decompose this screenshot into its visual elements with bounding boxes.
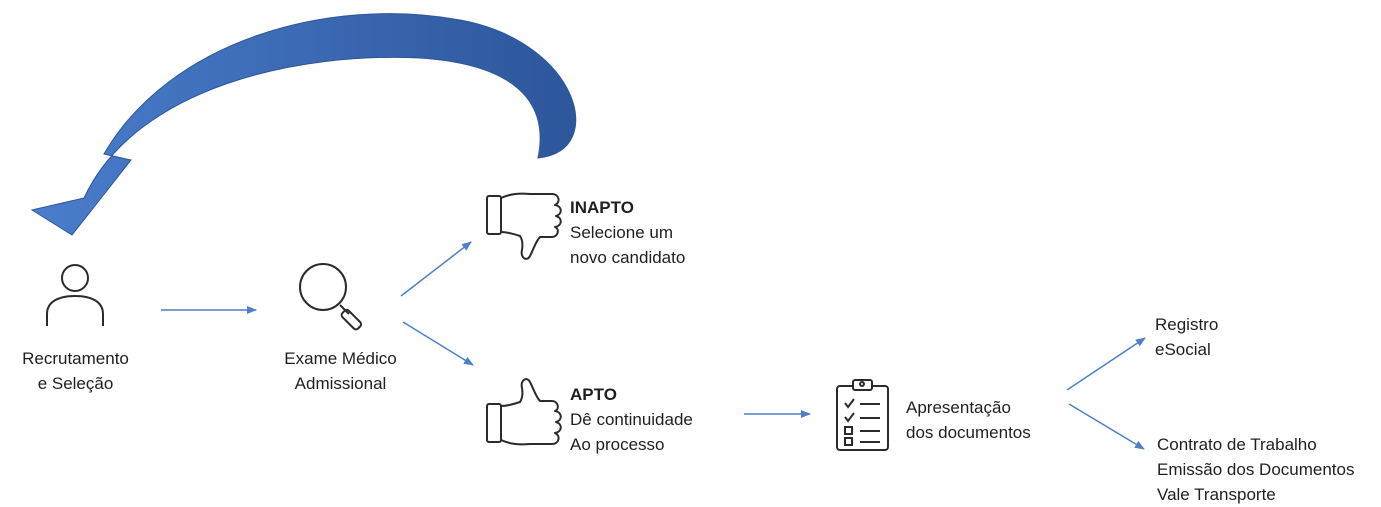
medical-exam-label-line-1: Exame Médico (284, 349, 397, 368)
magnifier-icon (299, 263, 363, 331)
inapto-label: INAPTO Selecione um novo candidato (570, 195, 685, 270)
registro-line-2: eSocial (1155, 340, 1211, 359)
inapto-line-1: Selecione um (570, 223, 674, 242)
documents-label: Apresentação dos documentos (906, 395, 1031, 445)
apto-line-1: Dê continuidade (570, 410, 693, 429)
apto-label: APTO Dê continuidade Ao processo (570, 382, 693, 457)
arrow-documents-to-registro (1066, 337, 1146, 391)
contrato-line-3: Vale Transporte (1157, 485, 1276, 504)
inapto-title: INAPTO (570, 198, 634, 217)
arrow-exam-to-apto (402, 321, 474, 366)
registro-line-1: Registro (1155, 315, 1219, 334)
medical-exam-label: Exame Médico Admissional (268, 346, 413, 396)
registro-label: Registro eSocial (1155, 312, 1218, 362)
recruitment-label: Recrutamento e Seleção (8, 346, 143, 396)
inapto-line-2: novo candidato (570, 248, 686, 267)
contrato-label: Contrato de Trabalho Emissão dos Documen… (1157, 432, 1354, 507)
recruitment-label-line-1: Recrutamento (22, 349, 129, 368)
apto-line-2: Ao processo (570, 435, 665, 454)
contrato-line-2: Emissão dos Documentos (1157, 460, 1355, 479)
return-curved-arrow (30, 13, 577, 236)
documents-line-1: Apresentação (906, 398, 1011, 417)
checklist-clipboard-icon (836, 379, 889, 451)
arrow-documents-to-contrato (1068, 403, 1145, 450)
thumbs-down-icon (486, 192, 562, 260)
apto-title: APTO (570, 385, 617, 404)
thumbs-up-icon (486, 378, 562, 446)
recruitment-label-line-2: e Seleção (37, 374, 114, 393)
arrow-exam-to-inapto (400, 241, 472, 297)
person-icon (46, 264, 104, 326)
contrato-line-1: Contrato de Trabalho (1157, 435, 1317, 454)
documents-line-2: dos documentos (906, 423, 1031, 442)
medical-exam-label-line-2: Admissional (294, 374, 387, 393)
